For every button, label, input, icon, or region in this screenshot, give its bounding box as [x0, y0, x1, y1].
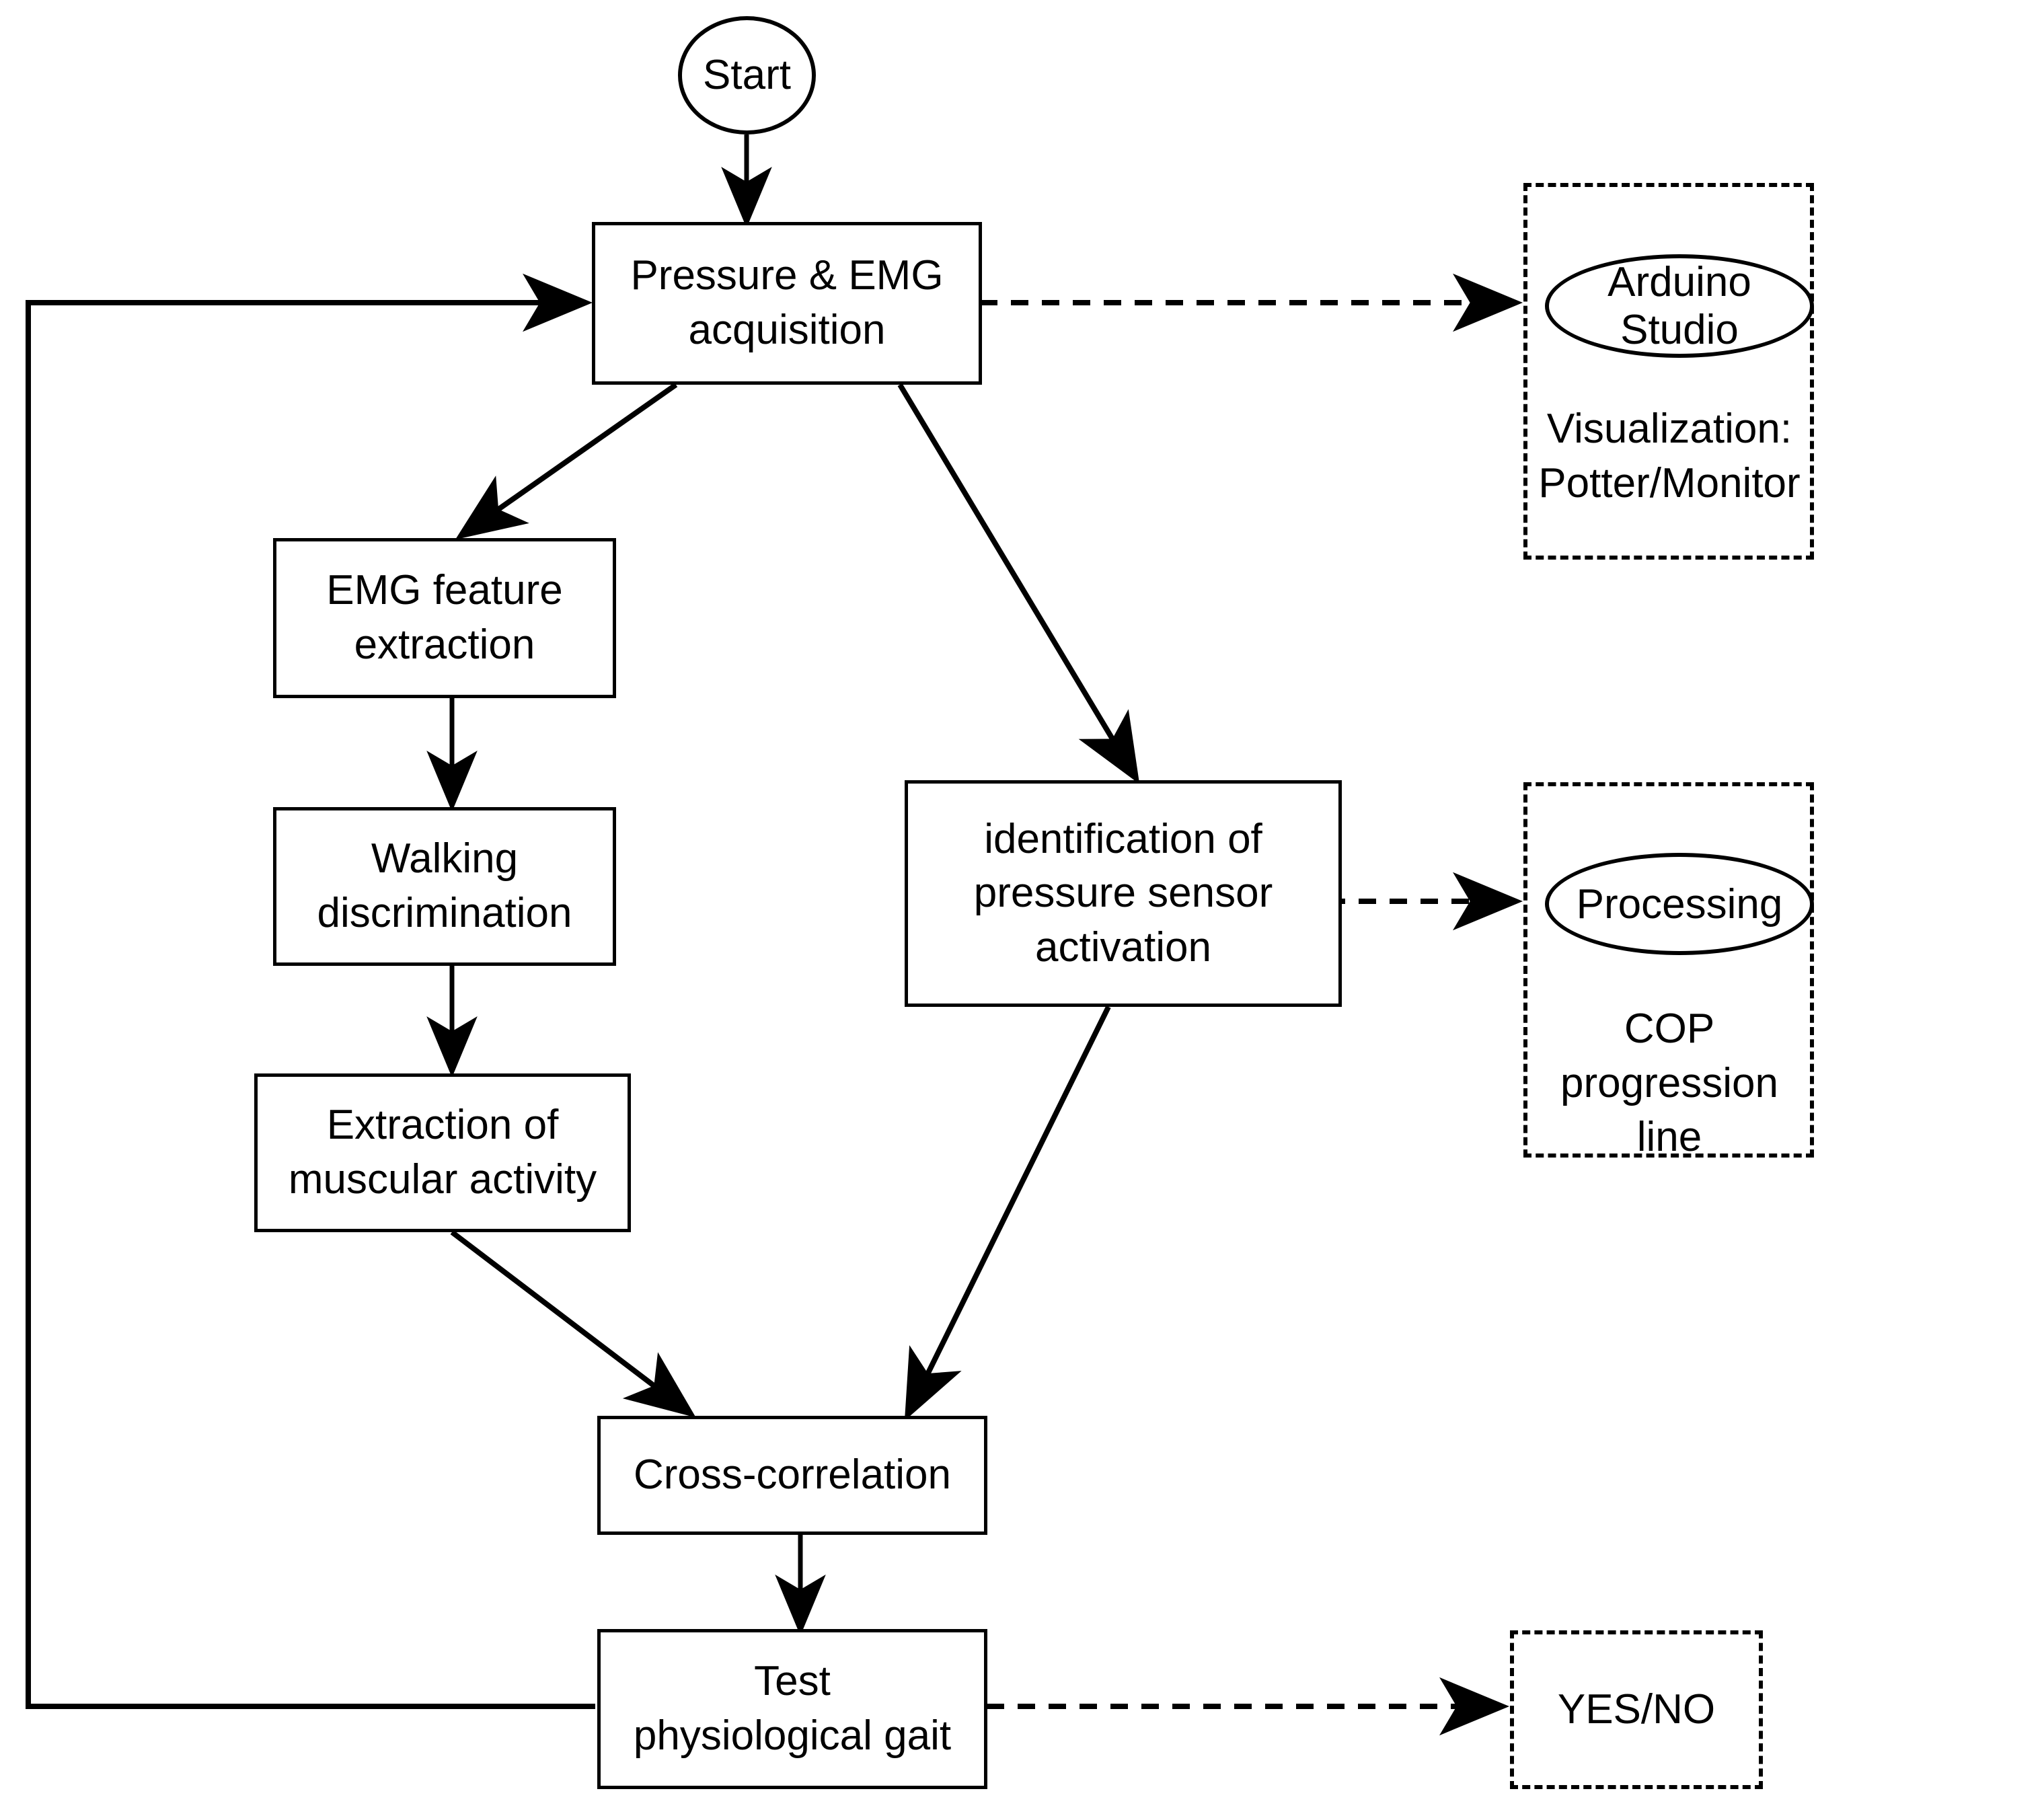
node-acquisition-label: Pressure & EMG acquisition	[630, 252, 944, 353]
edge-feedback-loop	[26, 273, 595, 1709]
node-extraction-muscular-activity-label: Extraction of muscular activity	[288, 1102, 597, 1203]
caption-cop-progression-line: COP progression line	[1534, 1002, 1805, 1165]
node-emg-feature-extraction[interactable]: EMG feature extraction	[273, 538, 616, 698]
panel-processing	[1523, 782, 1814, 1158]
node-identification-pressure-sensor[interactable]: identification of pressure sensor activa…	[905, 780, 1342, 1007]
node-extraction-muscular-activity[interactable]: Extraction of muscular activity	[254, 1073, 631, 1232]
oval-processing[interactable]: Processing	[1545, 853, 1814, 955]
node-start[interactable]: Start	[678, 16, 816, 135]
panel-arduino-studio	[1523, 183, 1814, 560]
node-test-physiological-gait-label: Test physiological gait	[633, 1658, 952, 1759]
edge-muscular-to-cross-correlation	[450, 1229, 696, 1418]
oval-arduino-studio[interactable]: Arduino Studio	[1545, 254, 1814, 358]
edge-acquisition-to-identification	[897, 383, 1140, 784]
caption-arduino-visualization: Visualization: Potter/Monitor	[1534, 402, 1805, 510]
oval-arduino-studio-label: Arduino Studio	[1607, 259, 1751, 353]
node-cross-correlation-label: Cross-correlation	[633, 1451, 952, 1499]
panel-result-yes-no[interactable]: YES/NO	[1510, 1630, 1763, 1789]
caption-cop-progression-line-text: COP progression line	[1560, 1006, 1778, 1161]
node-walking-discrimination-label: Walking discrimination	[317, 835, 572, 936]
edge-acquisition-to-emg-feature	[455, 382, 678, 540]
panel-result-yes-no-label: YES/NO	[1557, 1686, 1716, 1733]
edge-identification-to-cross-correlation	[904, 1006, 1111, 1421]
node-start-label: Start	[703, 51, 791, 98]
node-acquisition[interactable]: Pressure & EMG acquisition	[592, 222, 982, 385]
node-cross-correlation[interactable]: Cross-correlation	[597, 1416, 987, 1535]
oval-processing-label: Processing	[1576, 880, 1783, 928]
node-test-physiological-gait[interactable]: Test physiological gait	[597, 1629, 987, 1789]
node-walking-discrimination[interactable]: Walking discrimination	[273, 807, 616, 966]
node-emg-feature-extraction-label: EMG feature extraction	[326, 567, 563, 668]
caption-arduino-visualization-text: Visualization: Potter/Monitor	[1538, 406, 1801, 506]
node-identification-pressure-sensor-label: identification of pressure sensor activa…	[973, 815, 1273, 971]
